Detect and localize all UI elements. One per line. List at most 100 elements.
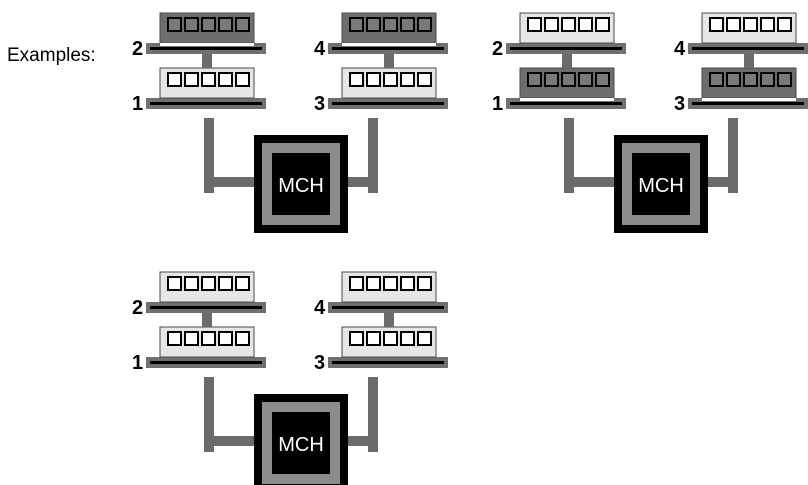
- bus-trace-left: [204, 377, 214, 452]
- mch-core: [272, 153, 330, 215]
- memory-chip: [383, 276, 398, 291]
- memory-chip: [400, 72, 415, 87]
- slot-pair-link: [744, 54, 754, 68]
- memory-slot-2: 2: [132, 271, 266, 319]
- memory-chip: [417, 331, 432, 346]
- memory-chip: [726, 72, 741, 87]
- slot-number-label: 2: [492, 38, 503, 60]
- memory-chip: [349, 331, 364, 346]
- memory-chip: [760, 17, 775, 32]
- memory-chip: [561, 17, 576, 32]
- dimm-slot-connector: [692, 102, 804, 105]
- memory-chip: [366, 72, 381, 87]
- dimm-slot-connector: [150, 306, 262, 309]
- memory-slot-4: 4: [314, 271, 448, 319]
- dimm-slot-connector: [510, 47, 622, 50]
- memory-chip: [167, 72, 182, 87]
- slot-pair-link: [202, 313, 212, 327]
- memory-chip: [709, 72, 724, 87]
- memory-chip: [726, 17, 741, 32]
- memory-slot-4: 4: [674, 12, 808, 60]
- memory-slot-2: 2: [132, 12, 266, 60]
- memory-chip: [417, 72, 432, 87]
- slot-number-label: 4: [314, 297, 326, 319]
- memory-chip: [349, 17, 364, 32]
- memory-chip: [760, 72, 775, 87]
- slot-number-label: 1: [132, 352, 143, 374]
- memory-slot-3: 3: [314, 326, 448, 374]
- memory-chip: [167, 17, 182, 32]
- memory-chip: [777, 17, 792, 32]
- dimm-slot-connector: [332, 47, 444, 50]
- slot-number-label: 4: [314, 38, 326, 60]
- mch-core: [632, 153, 690, 215]
- slot-number-label: 4: [674, 38, 686, 60]
- memory-chip: [184, 72, 199, 87]
- module-edge: [520, 98, 614, 101]
- memory-chip: [527, 17, 542, 32]
- memory-chip: [578, 17, 593, 32]
- bus-trace-left: [204, 118, 214, 193]
- memory-chip: [544, 17, 559, 32]
- memory-chip: [235, 331, 250, 346]
- memory-slot-1: 1: [492, 67, 626, 115]
- memory-chip: [184, 17, 199, 32]
- memory-chip: [184, 276, 199, 291]
- bus-trace-right: [728, 118, 738, 193]
- memory-chip: [544, 72, 559, 87]
- memory-chip: [184, 331, 199, 346]
- mch-controller: MCH: [254, 394, 348, 485]
- dimm-slot-connector: [510, 102, 622, 105]
- memory-chip: [218, 72, 233, 87]
- memory-chip: [709, 17, 724, 32]
- slot-number-label: 2: [132, 297, 143, 319]
- slot-number-label: 3: [314, 93, 325, 115]
- slot-pair-link: [384, 54, 394, 68]
- dimm-slot-connector: [150, 361, 262, 364]
- mch-label: MCH: [278, 175, 324, 197]
- memory-chip: [235, 17, 250, 32]
- module-edge: [342, 43, 436, 46]
- memory-chip: [743, 17, 758, 32]
- memory-chip: [167, 331, 182, 346]
- memory-slot-4: 4: [314, 12, 448, 60]
- dimm-slot-connector: [332, 306, 444, 309]
- slot-pair-link: [562, 54, 572, 68]
- memory-chip: [743, 72, 758, 87]
- memory-chip: [595, 17, 610, 32]
- module-edge: [702, 98, 796, 101]
- memory-chip: [218, 331, 233, 346]
- memory-slot-3: 3: [674, 67, 808, 115]
- module-edge: [160, 43, 254, 46]
- memory-chip: [366, 17, 381, 32]
- memory-chip: [235, 276, 250, 291]
- examples-label: Examples:: [7, 45, 96, 66]
- bus-trace-right: [368, 377, 378, 452]
- memory-chip: [561, 72, 576, 87]
- mch-core: [272, 412, 330, 474]
- memory-chip: [417, 17, 432, 32]
- memory-chip: [400, 17, 415, 32]
- memory-chip: [400, 331, 415, 346]
- bus-trace-left-h: [564, 177, 620, 187]
- memory-chip: [383, 331, 398, 346]
- memory-chip: [777, 72, 792, 87]
- memory-chip: [366, 276, 381, 291]
- memory-chip: [366, 331, 381, 346]
- memory-chip: [201, 17, 216, 32]
- memory-chip: [400, 276, 415, 291]
- slot-number-label: 2: [132, 38, 143, 60]
- memory-chip: [383, 72, 398, 87]
- slot-pair-link: [384, 313, 394, 327]
- memory-slot-3: 3: [314, 67, 448, 115]
- slot-number-label: 1: [492, 93, 503, 115]
- memory-chip: [167, 276, 182, 291]
- memory-chip: [349, 72, 364, 87]
- bus-trace-left-h: [204, 177, 260, 187]
- memory-chip: [417, 276, 432, 291]
- memory-slot-1: 1: [132, 67, 266, 115]
- mch-label: MCH: [638, 175, 684, 197]
